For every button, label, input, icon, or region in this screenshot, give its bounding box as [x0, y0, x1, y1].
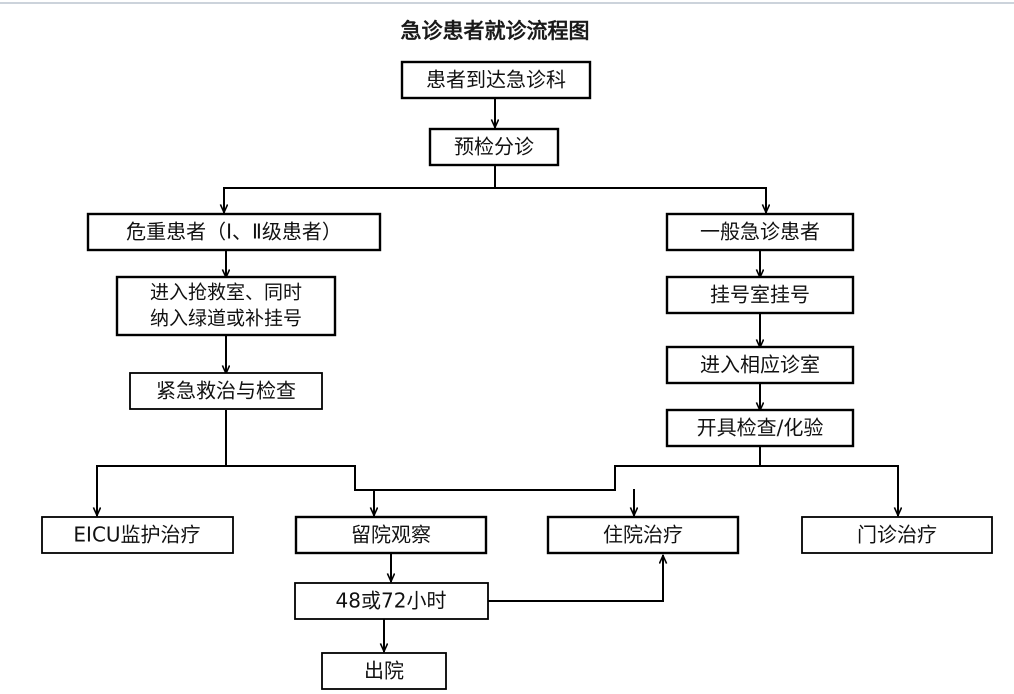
node-resuscitation[interactable]: 进入抢救室、同时 纳入绿道或补挂号	[115, 275, 337, 337]
page-title: 急诊患者就诊流程图	[401, 19, 590, 43]
node-arrival[interactable]: 患者到达急诊科	[400, 60, 592, 100]
node-resuscitation-label-line2: 纳入绿道或补挂号	[150, 308, 302, 330]
node-triage-label: 预检分诊	[454, 135, 534, 159]
node-observation-label: 留院观察	[351, 523, 431, 547]
node-layer: 患者到达急诊科 预检分诊 危重患者（Ⅰ、Ⅱ级患者） 进入抢救室、同时 纳入绿道或…	[41, 60, 993, 690]
node-inpatient-label: 住院治疗	[603, 523, 683, 547]
node-inpatient[interactable]: 住院治疗	[546, 515, 740, 555]
edge-hours-to-inpatient	[487, 556, 663, 602]
node-registration[interactable]: 挂号室挂号	[665, 275, 855, 315]
node-hours[interactable]: 48或72小时	[294, 582, 489, 620]
node-critical-patient-label: 危重患者（Ⅰ、Ⅱ级患者）	[126, 220, 342, 244]
top-divider	[0, 2, 1014, 4]
node-eicu[interactable]: EICU监护治疗	[41, 516, 234, 554]
node-orders-label: 开具检查/化验	[697, 416, 824, 440]
node-general-patient[interactable]: 一般急诊患者	[665, 212, 855, 252]
node-emergency-care[interactable]: 紧急救治与检查	[129, 372, 323, 410]
node-outpatient-label: 门诊治疗	[857, 523, 937, 547]
node-orders[interactable]: 开具检查/化验	[665, 408, 855, 448]
node-clinic-room[interactable]: 进入相应诊室	[665, 345, 855, 385]
node-observation[interactable]: 留院观察	[294, 515, 488, 555]
node-outpatient[interactable]: 门诊治疗	[801, 516, 993, 554]
node-discharge-label: 出院	[364, 659, 404, 683]
node-emergency-care-label: 紧急救治与检查	[156, 379, 296, 403]
node-critical-patient[interactable]: 危重患者（Ⅰ、Ⅱ级患者）	[86, 212, 382, 252]
node-general-patient-label: 一般急诊患者	[700, 220, 820, 244]
edge-layer	[97, 97, 898, 651]
node-discharge[interactable]: 出院	[321, 652, 447, 690]
node-clinic-room-label: 进入相应诊室	[700, 353, 820, 377]
node-resuscitation-label-line1: 进入抢救室、同时	[150, 282, 302, 304]
node-triage[interactable]: 预检分诊	[428, 127, 560, 167]
node-registration-label: 挂号室挂号	[710, 283, 810, 307]
node-eicu-label: EICU监护治疗	[73, 523, 200, 547]
node-hours-label: 48或72小时	[336, 589, 447, 613]
node-arrival-label: 患者到达急诊科	[426, 68, 566, 92]
